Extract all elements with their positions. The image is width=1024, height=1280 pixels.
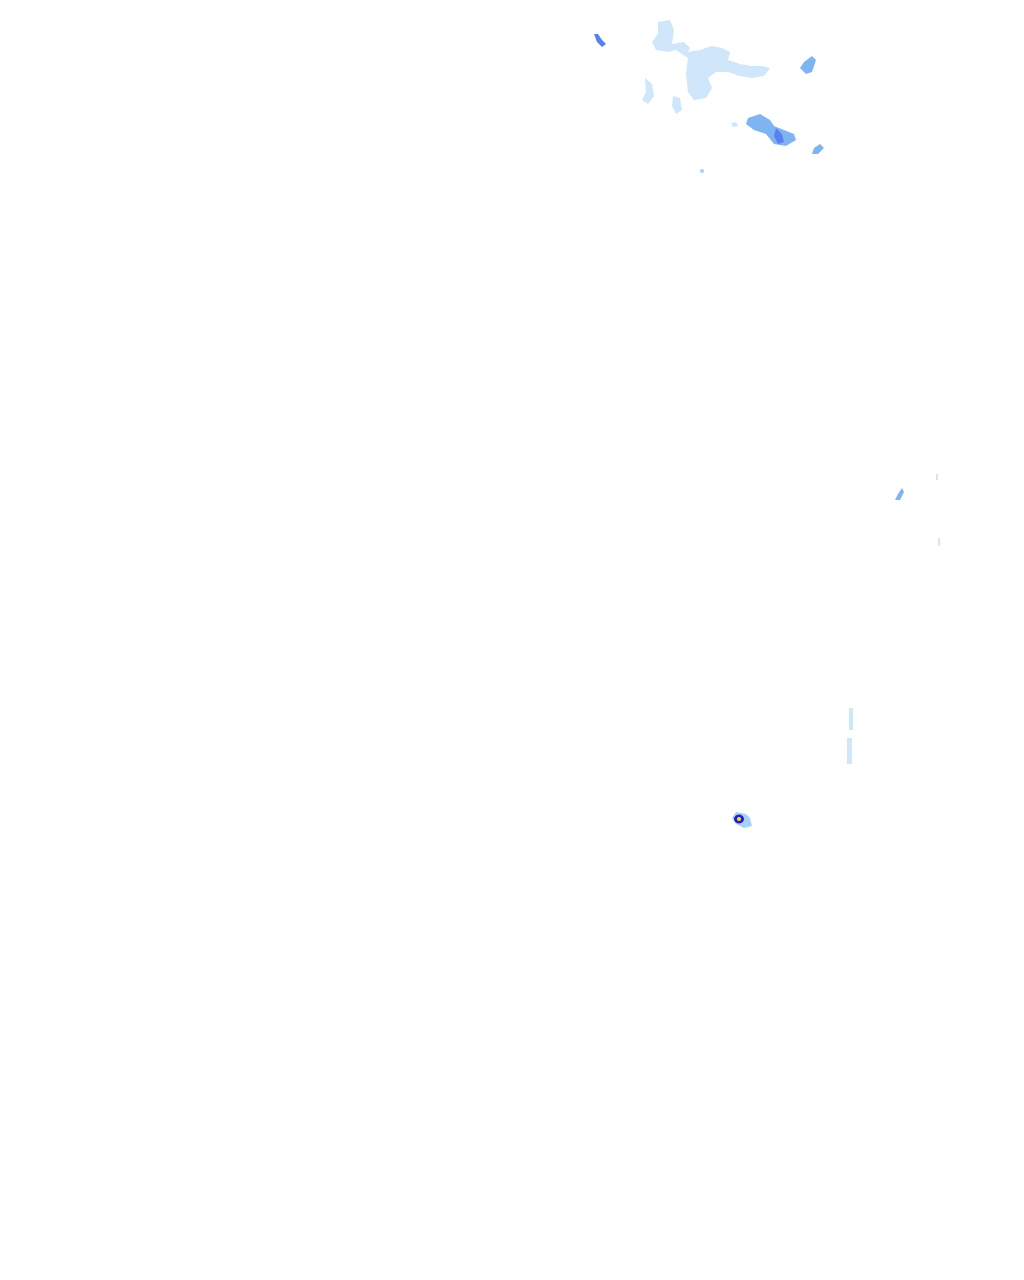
precip-cluster-east [847,474,940,764]
precip-cell [652,20,770,100]
precip-cell [938,538,940,546]
precip-cluster-north [594,20,824,173]
precip-cell [642,78,654,104]
precip-cell [700,169,704,173]
precip-cell [800,56,816,74]
precip-cell [936,474,938,480]
precip-cell [746,114,796,146]
precip-cell [594,34,606,47]
precip-cell [849,708,853,730]
precip-cell [774,128,784,144]
precip-cell [672,96,682,114]
precip-cell [895,488,904,500]
precip-storm-cell [732,812,752,828]
precip-core-extreme [737,817,741,821]
precip-cell [812,144,824,154]
precip-cell [731,122,738,127]
precip-cell [847,738,852,764]
